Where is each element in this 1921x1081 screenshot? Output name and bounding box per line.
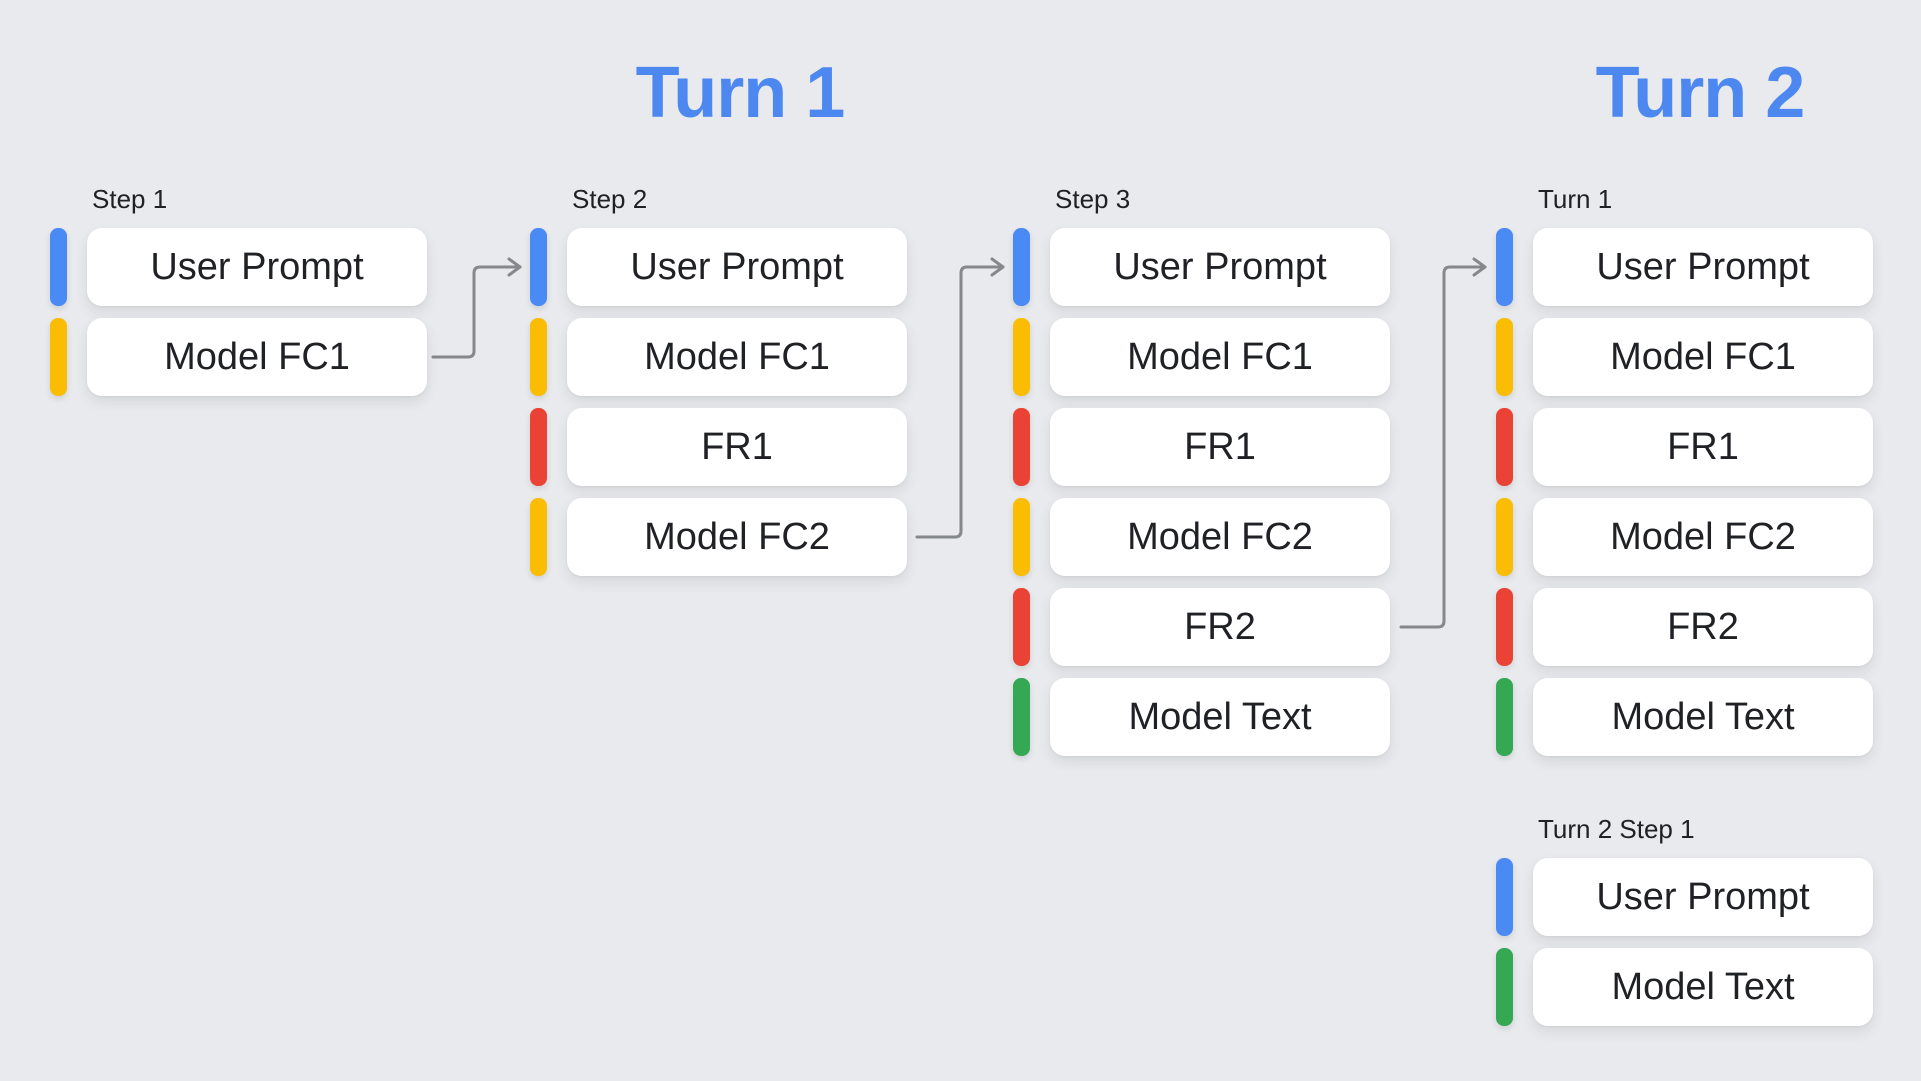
user-prompt-bar	[1013, 228, 1030, 306]
flow-row: User Prompt	[530, 228, 907, 306]
flow-row: Model Text	[1013, 678, 1390, 756]
box-model-fc1: Model FC1	[87, 318, 427, 396]
box-model-fc2: Model FC2	[1050, 498, 1390, 576]
model-text-bar	[1496, 948, 1513, 1026]
flow-row: User Prompt	[50, 228, 427, 306]
user-prompt-bar	[1496, 858, 1513, 936]
box-model-fc1: Model FC1	[567, 318, 907, 396]
fr1-bar	[1013, 408, 1030, 486]
turn1-title: Turn 1	[635, 53, 846, 133]
user-prompt-bar	[50, 228, 67, 306]
user-prompt-bar	[1496, 228, 1513, 306]
arrow-step2-to-step3	[915, 265, 1005, 539]
flow-row: Model FC1	[50, 318, 427, 396]
flow-row: Model Text	[1496, 948, 1873, 1026]
flow-row: Model FC1	[530, 318, 907, 396]
flow-row: FR1	[530, 408, 907, 486]
flow-row: FR2	[1496, 588, 1873, 666]
arrowhead-step2-to-step3	[990, 257, 1005, 277]
group-turn1-context-label: Turn 1	[1538, 184, 1613, 214]
group-step2: Step 2 User Prompt Model FC1 FR1 Model F…	[530, 186, 907, 588]
model-fc1-bar	[1496, 318, 1513, 396]
flow-row: FR2	[1013, 588, 1390, 666]
box-user-prompt: User Prompt	[87, 228, 427, 306]
group-turn1-context: Turn 1 User Prompt Model FC1 FR1 Model F…	[1496, 186, 1873, 768]
box-user-prompt: User Prompt	[567, 228, 907, 306]
group-step3: Step 3 User Prompt Model FC1 FR1 Model F…	[1013, 186, 1390, 768]
flow-row: Model Text	[1496, 678, 1873, 756]
model-fc1-bar	[530, 318, 547, 396]
box-fr2: FR2	[1533, 588, 1873, 666]
flow-row: User Prompt	[1496, 228, 1873, 306]
box-model-fc2: Model FC2	[567, 498, 907, 576]
flow-row: FR1	[1013, 408, 1390, 486]
model-fc2-bar	[1496, 498, 1513, 576]
box-model-fc2: Model FC2	[1533, 498, 1873, 576]
flow-row: Model FC2	[530, 498, 907, 576]
arrow-step3-to-turn1	[1399, 265, 1487, 629]
model-text-bar	[1496, 678, 1513, 756]
group-step2-label: Step 2	[572, 184, 648, 214]
flow-row: User Prompt	[1013, 228, 1390, 306]
group-step3-label: Step 3	[1055, 184, 1131, 214]
model-text-bar	[1013, 678, 1030, 756]
box-model-text: Model Text	[1533, 948, 1873, 1026]
flow-row: Model FC1	[1013, 318, 1390, 396]
fr1-bar	[1496, 408, 1513, 486]
fr2-bar	[1496, 588, 1513, 666]
box-model-text: Model Text	[1533, 678, 1873, 756]
box-fr1: FR1	[1050, 408, 1390, 486]
flow-row: Model FC1	[1496, 318, 1873, 396]
fr1-bar	[530, 408, 547, 486]
group-turn2-step1-label: Turn 2 Step 1	[1538, 814, 1695, 844]
flow-row: FR1	[1496, 408, 1873, 486]
flow-row: Model FC2	[1013, 498, 1390, 576]
arrowhead-step3-to-turn1	[1472, 257, 1487, 277]
model-fc1-bar	[1013, 318, 1030, 396]
model-fc2-bar	[530, 498, 547, 576]
model-fc1-bar	[50, 318, 67, 396]
group-step1-label: Step 1	[92, 184, 168, 214]
flow-row: User Prompt	[1496, 858, 1873, 936]
arrowhead-step1-to-step2	[507, 257, 522, 277]
group-step1: Step 1 User Prompt Model FC1	[50, 186, 427, 408]
box-fr2: FR2	[1050, 588, 1390, 666]
user-prompt-bar	[530, 228, 547, 306]
arrow-step1-to-step2	[431, 265, 522, 359]
box-model-fc1: Model FC1	[1533, 318, 1873, 396]
box-model-fc1: Model FC1	[1050, 318, 1390, 396]
box-fr1: FR1	[1533, 408, 1873, 486]
box-fr1: FR1	[567, 408, 907, 486]
box-user-prompt: User Prompt	[1533, 228, 1873, 306]
flow-row: Model FC2	[1496, 498, 1873, 576]
fr2-bar	[1013, 588, 1030, 666]
box-model-text: Model Text	[1050, 678, 1390, 756]
box-user-prompt: User Prompt	[1533, 858, 1873, 936]
box-user-prompt: User Prompt	[1050, 228, 1390, 306]
group-turn2-step1: Turn 2 Step 1 User Prompt Model Text	[1496, 816, 1873, 1038]
model-fc2-bar	[1013, 498, 1030, 576]
turn2-title: Turn 2	[1595, 53, 1806, 133]
